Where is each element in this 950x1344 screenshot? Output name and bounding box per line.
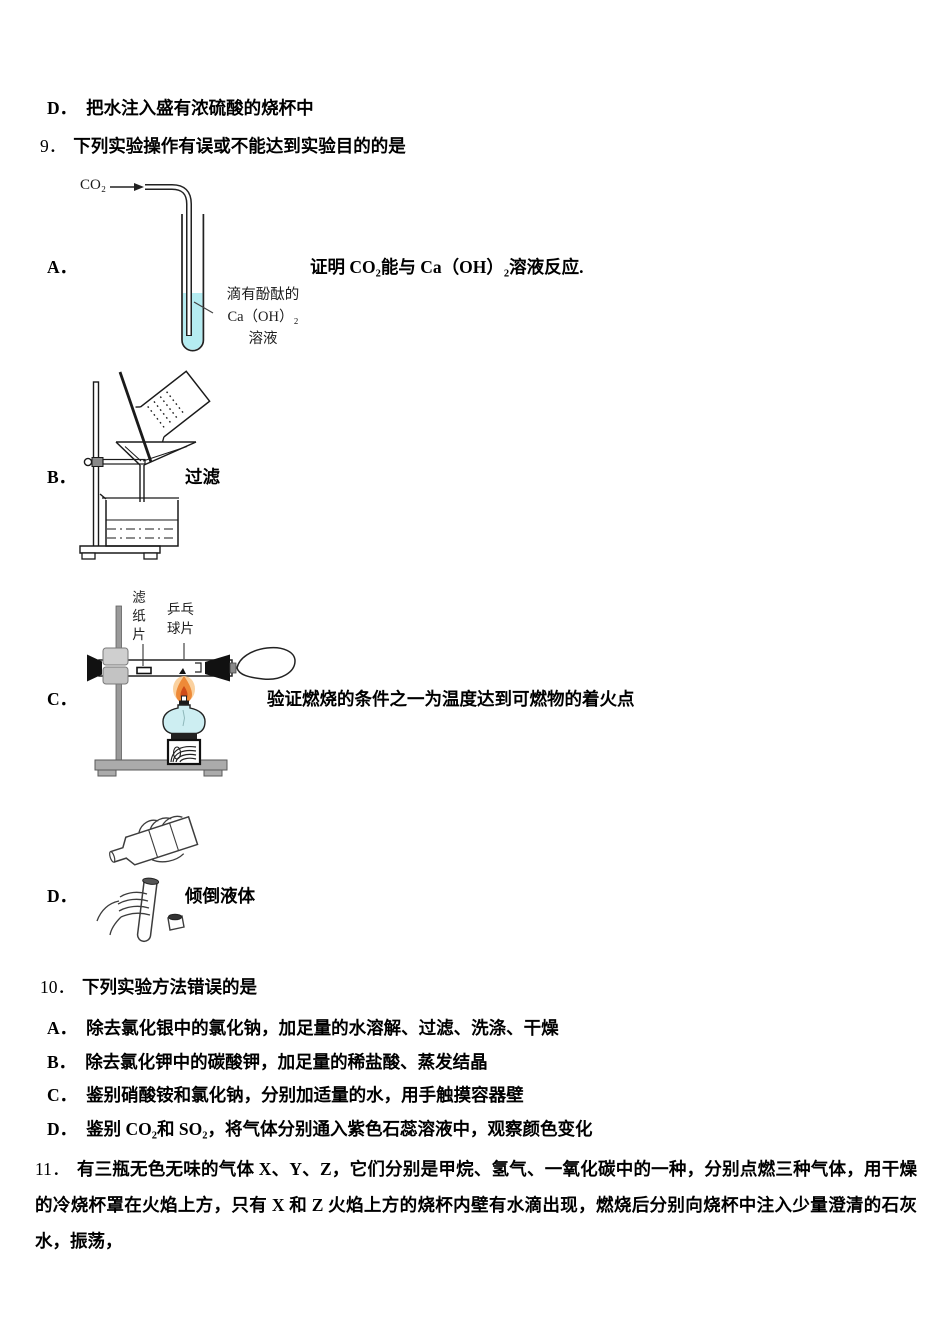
q9-option-c-label: C． [47,689,78,709]
reagent-bottle [109,815,199,866]
co2-limewater-diagram [110,183,214,352]
combustion-condition-diagram [87,605,296,777]
lamp-collar [171,733,197,740]
note-pointer-line [193,301,214,314]
option-text: 把水注入盛有浓硫酸的烧杯中 [86,98,314,118]
test-tube [181,214,205,352]
q9-option-a-desc: 证明 CO₂能与 Ca（OH）₂溶液反应. [310,257,584,277]
co2-gas-label: CO₂ [80,177,107,193]
right-stopper [205,654,230,682]
filter-paper-label: 滤纸片 [130,590,145,646]
q9-option-d-label: D． [47,886,78,906]
q9-option-b-label: B． [47,467,77,487]
q9-option-a-label: A． [47,257,78,277]
q11-number: 11． [35,1159,70,1179]
left-stopper [87,654,102,682]
limewater-liquid [183,293,203,350]
bottle-stopper [167,913,185,931]
stand-base [94,759,228,771]
receiving-beaker [99,493,179,547]
q10-number: 10． [40,977,75,997]
q10-option-a: A．除去氯化银中的氯化钠，加足量的水溶解、过滤、洗涤、干燥 [47,1018,559,1038]
q10-option-b: B．除去氯化钾中的碳酸钾，加足量的稀盐酸、蒸发结晶 [47,1052,488,1072]
q11-text: 有三瓶无色无味的气体 X、Y、Z，它们分别是甲烷、氢气、一氧化碳中的一种，分别点… [35,1159,917,1251]
q10-option-c: C．鉴别硝酸铵和氯化钠，分别加适量的水，用手触摸容器壁 [47,1085,524,1105]
q9-option-b-desc: 过滤 [185,467,220,487]
solution-note: 滴有酚酞的 Ca（OH）₂ 溶液 [226,287,300,347]
ring-arm [102,458,146,465]
stand-base [79,545,161,554]
filter-paper-piece [136,666,152,675]
clamp-knob [83,457,93,467]
pouring-liquid-diagram [96,815,199,943]
q9-stem-text: 下列实验操作有误或不能达到实验目的的是 [73,136,406,156]
pouring-beaker [135,370,211,442]
option-label: D． [47,98,78,118]
pingpong-label: 乒乓 球片 [167,602,194,636]
filter-paper-edge [124,446,142,462]
clamp [102,647,129,666]
balloon [236,646,296,681]
q9-option-d-desc: 倾倒液体 [185,886,255,906]
q9-stem: 9． 下列实验操作有误或不能达到实验目的的是 [40,136,406,157]
test-tube [136,877,160,943]
wick [181,695,187,702]
q9-option-c-desc: 验证燃烧的条件之一为温度达到可燃物的着火点 [267,689,635,709]
glass-rod [118,371,153,463]
filtration-diagram [79,370,211,560]
marbled-block [166,738,202,766]
holding-hand [96,891,151,936]
q11-stem: 11．有三瓶无色无味的气体 X、Y、Z，它们分别是甲烷、氢气、一氧化碳中的一种，… [35,1151,917,1259]
q9-number: 9． [40,136,67,156]
q10-stem: 10．下列实验方法错误的是 [40,977,257,997]
clamp [91,457,104,467]
pingpong-piece [179,668,186,674]
q10-option-d: D．鉴别 CO₂和 SO₂，将气体分别通入紫色石蕊溶液中，观察颜色变化 [47,1119,593,1139]
stand-rod [115,605,122,765]
prev-option-d: D． 把水注入盛有浓硫酸的烧杯中 [47,98,314,119]
